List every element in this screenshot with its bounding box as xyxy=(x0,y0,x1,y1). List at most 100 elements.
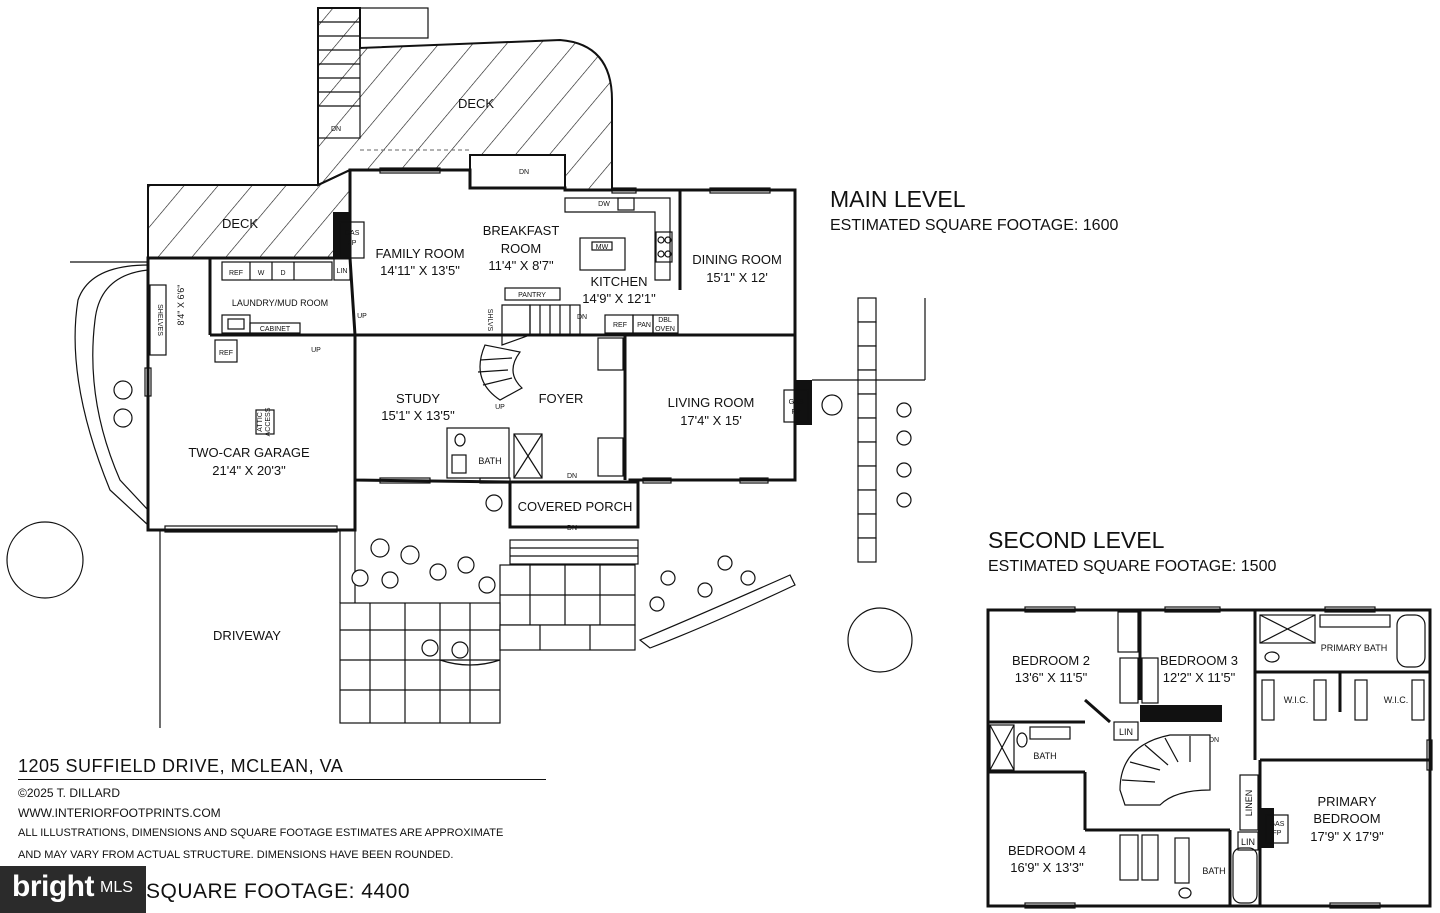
primary-bedroom-dim: 17'9" X 17'9" xyxy=(1310,829,1384,844)
windows xyxy=(144,167,771,484)
svg-text:UP: UP xyxy=(357,313,367,320)
svg-text:LIN: LIN xyxy=(337,268,348,275)
breakfast-label: BREAKFAST xyxy=(483,223,560,238)
dining-room-dim: 15'1" X 12' xyxy=(706,270,768,285)
svg-text:D: D xyxy=(280,270,285,277)
svg-text:FP: FP xyxy=(792,409,801,416)
svg-text:DN: DN xyxy=(567,473,577,480)
garage-dim: 21'4" X 20'3" xyxy=(212,463,286,478)
second-level-subtitle: ESTIMATED SQUARE FOOTAGE: 1500 xyxy=(988,558,1276,575)
wic-right-label: W.I.C. xyxy=(1384,695,1409,705)
dining-room-label: DINING ROOM xyxy=(692,252,782,267)
living-room-label: LIVING ROOM xyxy=(668,395,755,410)
svg-text:LIN: LIN xyxy=(1119,727,1133,737)
svg-text:GAS: GAS xyxy=(345,230,360,237)
svg-text:DN: DN xyxy=(577,314,587,321)
main-house-walls xyxy=(348,168,797,484)
logo-wordmark: bright xyxy=(12,870,94,903)
svg-text:DBL: DBL xyxy=(658,317,672,324)
svg-text:LINEN: LINEN xyxy=(1244,790,1254,817)
primary-bedroom-label-1: PRIMARY xyxy=(1318,794,1377,809)
svg-text:PAN: PAN xyxy=(637,322,651,329)
disclaimer-line-1: ALL ILLUSTRATIONS, DIMENSIONS AND SQUARE… xyxy=(18,827,504,839)
covered-porch xyxy=(508,480,640,529)
svg-text:ACCESS: ACCESS xyxy=(265,407,272,436)
deck-left-label: DECK xyxy=(222,216,258,231)
family-fireplace xyxy=(333,212,351,257)
svg-text:GAS: GAS xyxy=(789,399,804,406)
total-square-footage: SQUARE FOOTAGE: 4400 xyxy=(146,880,411,903)
kitchen-label: KITCHEN xyxy=(590,274,647,289)
svg-text:SHLVS: SHLVS xyxy=(486,309,493,332)
breakfast-room-label: ROOM xyxy=(501,241,541,256)
svg-text:FP: FP xyxy=(348,240,357,247)
stepping-stones xyxy=(812,297,926,563)
svg-text:DN: DN xyxy=(567,525,577,532)
second-level-title: SECOND LEVEL xyxy=(988,527,1165,553)
family-room-dim: 14'11" X 13'5" xyxy=(380,263,460,278)
stone-walkway xyxy=(339,564,636,724)
deck-door-dn-label: DN xyxy=(519,169,529,176)
family-room-label: FAMILY ROOM xyxy=(375,246,464,261)
garage-walls xyxy=(146,256,357,532)
kitchen-fixtures xyxy=(504,197,679,334)
main-bath xyxy=(446,427,510,479)
deck-stairs xyxy=(317,7,429,139)
hall-bath-label: BATH xyxy=(1033,751,1056,761)
covered-porch-label: COVERED PORCH xyxy=(518,499,633,514)
svg-text:REF: REF xyxy=(229,270,243,277)
svg-text:DN: DN xyxy=(1209,737,1219,744)
svg-text:ATTIC: ATTIC xyxy=(257,412,264,432)
svg-text:REF: REF xyxy=(613,322,627,329)
logo-suffix: MLS xyxy=(100,879,133,896)
laundry-fixtures xyxy=(149,257,351,363)
property-address: 1205 SUFFIELD DRIVE, MCLEAN, VA xyxy=(18,756,344,776)
main-level-title: MAIN LEVEL xyxy=(830,186,966,212)
bedroom4-dim: 16'9" X 13'3" xyxy=(1010,860,1084,875)
pantry-label: PANTRY xyxy=(518,292,546,299)
svg-text:GAS: GAS xyxy=(1270,821,1285,828)
disclaimer-line-2: AND MAY VARY FROM ACTUAL STRUCTURE. DIME… xyxy=(18,849,454,861)
shelves-label: SHELVES xyxy=(156,304,163,336)
deck-top-label: DECK xyxy=(458,96,494,111)
study-dim: 15'1" X 13'5" xyxy=(381,408,455,423)
svg-text:W: W xyxy=(258,270,265,277)
garage-label: TWO-CAR GARAGE xyxy=(188,445,310,460)
website: WWW.INTERIORFOOTPRINTS.COM xyxy=(18,806,221,820)
wic-left-label: W.I.C. xyxy=(1284,695,1309,705)
garage-side-dim: 8'4" X 6'6" xyxy=(176,285,186,326)
deck-upper xyxy=(317,7,613,191)
divider xyxy=(18,779,546,780)
svg-text:LIN: LIN xyxy=(1241,837,1255,847)
deck-dn-label: DN xyxy=(331,126,341,133)
breakfast-dim: 11'4" X 8'7" xyxy=(488,258,554,273)
main-bath-label: BATH xyxy=(478,456,501,466)
svg-text:REF: REF xyxy=(219,350,233,357)
bedroom4-label: BEDROOM 4 xyxy=(1008,843,1086,858)
bedroom3-label: BEDROOM 3 xyxy=(1160,653,1238,668)
svg-text:DW: DW xyxy=(598,201,610,208)
svg-text:UP: UP xyxy=(311,347,321,354)
second-level-plan xyxy=(986,606,1433,909)
landscaping xyxy=(6,380,913,673)
foyer-label: FOYER xyxy=(539,391,584,406)
bedroom3-dim: 12'2" X 11'5" xyxy=(1163,670,1236,685)
driveway-label: DRIVEWAY xyxy=(213,628,281,643)
svg-text:OVEN: OVEN xyxy=(655,326,675,333)
study-label: STUDY xyxy=(396,391,440,406)
bath-bottom-label: BATH xyxy=(1202,866,1225,876)
living-room-dim: 17'4" X 15' xyxy=(680,413,742,428)
kitchen-dim: 14'9" X 12'1" xyxy=(582,291,656,306)
bright-mls-logo: bright MLS xyxy=(0,866,146,913)
svg-text:MW: MW xyxy=(596,244,609,251)
deck-lower xyxy=(147,168,351,259)
svg-text:FP: FP xyxy=(1273,830,1282,837)
cabinet-label: CABINET xyxy=(260,326,291,333)
primary-bath-label: PRIMARY BATH xyxy=(1321,643,1388,653)
svg-text:UP: UP xyxy=(495,404,505,411)
laundry-label: LAUNDRY/MUD ROOM xyxy=(232,298,328,308)
main-level-subtitle: ESTIMATED SQUARE FOOTAGE: 1600 xyxy=(830,217,1118,234)
bedroom2-dim: 13'6" X 11'5" xyxy=(1015,670,1088,685)
primary-bedroom-label-2: BEDROOM xyxy=(1313,811,1380,826)
bedroom2-label: BEDROOM 2 xyxy=(1012,653,1090,668)
